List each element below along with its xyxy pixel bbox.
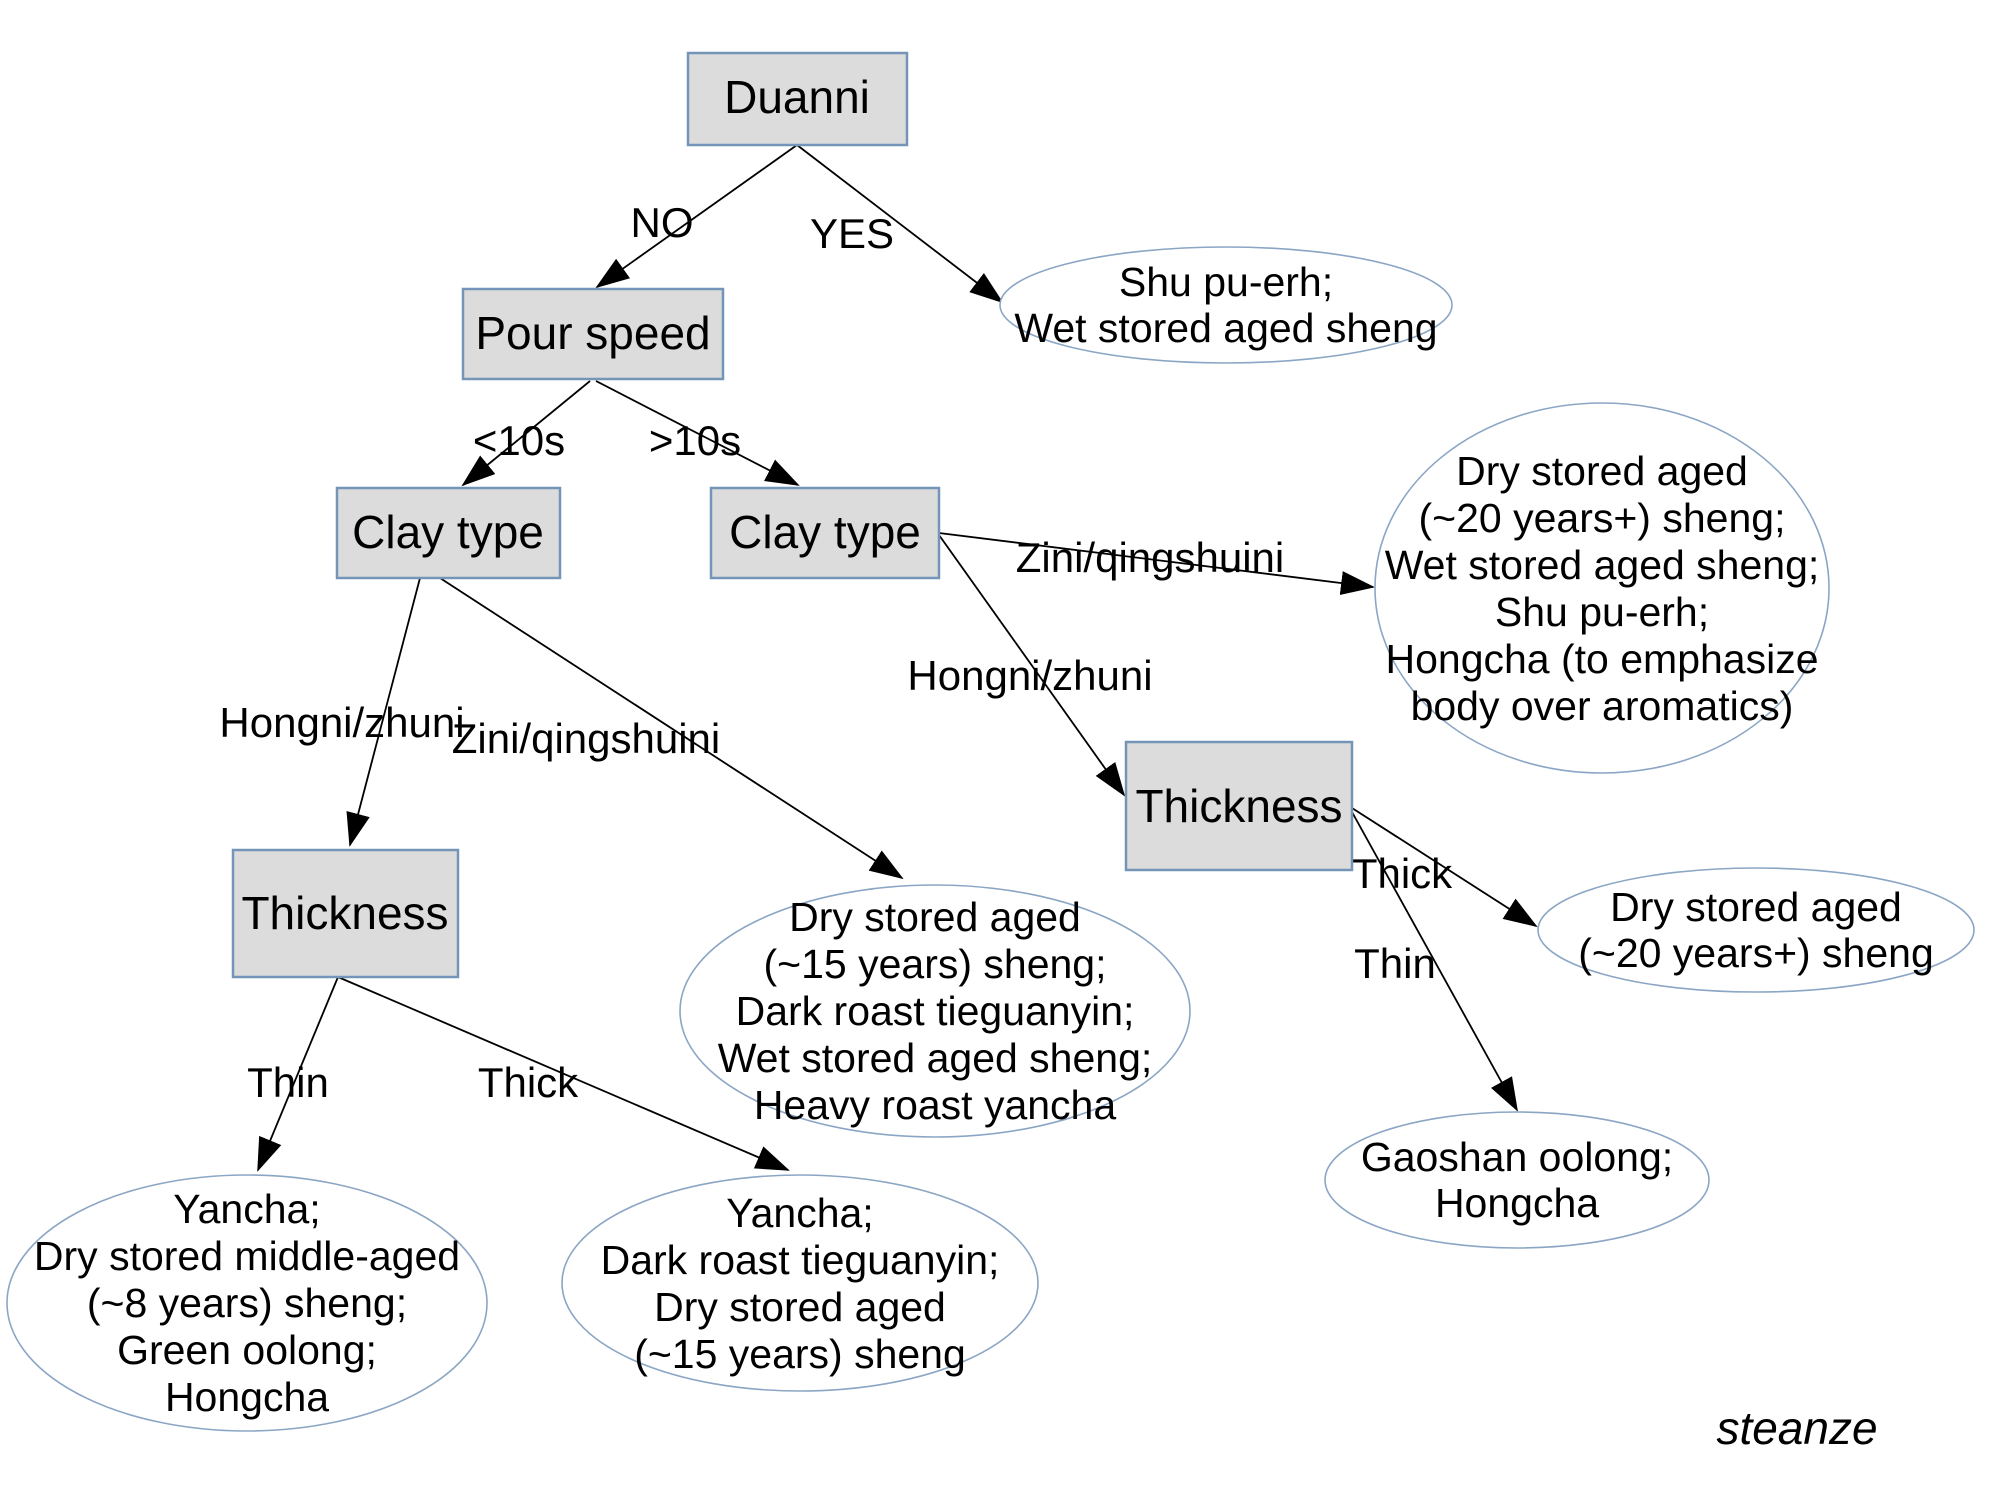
leaf-text-line: (~20 years+) sheng; bbox=[1419, 495, 1786, 541]
leaf-text-line: Shu pu-erh; bbox=[1495, 589, 1709, 635]
edge-zini-right-arrow bbox=[938, 532, 1375, 595]
leaf-text-line: Dry stored middle-aged bbox=[34, 1233, 460, 1279]
edge-label-thick-right: Thick bbox=[1352, 850, 1453, 897]
leaf-text-line: Gaoshan oolong; bbox=[1361, 1134, 1673, 1180]
leaf-text-line: Wet stored aged sheng; bbox=[718, 1035, 1153, 1081]
node-thickness-right-label: Thickness bbox=[1135, 780, 1342, 832]
leaf-text-line: Green oolong; bbox=[117, 1327, 377, 1373]
leaf-dry20-full-ellipse bbox=[1374, 402, 1830, 774]
leaf-text-line: Shu pu-erh; bbox=[1119, 259, 1333, 305]
edge-label-hongni-right: Hongni/zhuni bbox=[907, 652, 1152, 699]
leaf-text-line: (~8 years) sheng; bbox=[87, 1280, 407, 1326]
leaf-text-line: Wet stored aged sheng; bbox=[1385, 542, 1820, 588]
leaf-text-line: Dry stored aged bbox=[789, 894, 1081, 940]
author-signature: steanze bbox=[1716, 1402, 1877, 1454]
leaf-dry15-mix-ellipse bbox=[679, 884, 1191, 1138]
edge-thin-right-arrow bbox=[1351, 811, 1518, 1112]
leaf-text-line: Dark roast tieguanyin; bbox=[601, 1237, 1000, 1283]
node-thickness-right: Thickness bbox=[1124, 740, 1354, 872]
node-duanni-box bbox=[686, 51, 909, 147]
leaf-yancha-dark: Yancha; Dark roast tieguanyin; Dry store… bbox=[561, 1174, 1039, 1392]
edge-gt10s-arrow bbox=[595, 380, 800, 486]
edge-label-gt10s: >10s bbox=[649, 417, 741, 464]
node-pour-speed-box bbox=[461, 287, 725, 381]
edge-label-thin-left: Thin bbox=[247, 1059, 329, 1106]
edge-label-yes: YES bbox=[810, 210, 894, 257]
edge-label-no: NO bbox=[631, 199, 694, 246]
leaf-text-line: Heavy roast yancha bbox=[754, 1082, 1117, 1128]
node-thickness-left-box bbox=[231, 848, 460, 979]
edge-label-thin-right: Thin bbox=[1354, 940, 1436, 987]
edge-label-hongni-left: Hongni/zhuni bbox=[219, 699, 464, 746]
edges bbox=[257, 144, 1538, 1172]
leaf-dry20-full: Dry stored aged (~20 years+) sheng; Wet … bbox=[1374, 402, 1830, 774]
edge-label-zini-right: Zini/qingshuini bbox=[1016, 534, 1285, 581]
leaf-text-line: (~15 years) sheng; bbox=[764, 941, 1107, 987]
leaf-text-line: (~20 years+) sheng bbox=[1578, 930, 1934, 976]
edge-lt10s-arrow bbox=[461, 380, 591, 487]
edge-yes-arrow bbox=[796, 144, 1004, 304]
node-clay-type-left-box bbox=[335, 486, 562, 580]
node-clay-type-right-label: Clay type bbox=[729, 506, 921, 558]
node-thickness-left-label: Thickness bbox=[241, 887, 448, 939]
leaf-text-line: Hongcha (to emphasize bbox=[1385, 636, 1818, 682]
node-thickness-right-box bbox=[1124, 740, 1354, 872]
leaf-yancha-mid-ellipse bbox=[6, 1174, 488, 1432]
edge-label-thick-left: Thick bbox=[478, 1059, 579, 1106]
node-clay-type-right-box bbox=[709, 486, 941, 580]
node-clay-type-left: Clay type bbox=[335, 486, 562, 580]
edge-label-zini-left: Zini/qingshuini bbox=[452, 715, 721, 762]
leaf-text-line: Wet stored aged sheng bbox=[1014, 305, 1437, 351]
leaf-text-line: Dry stored aged bbox=[1456, 448, 1748, 494]
edge-thick-right-arrow bbox=[1351, 807, 1538, 928]
leaf-yancha-dark-ellipse bbox=[561, 1174, 1039, 1392]
leaf-dry20-ellipse bbox=[1537, 867, 1975, 993]
leaf-yancha-mid: Yancha; Dry stored middle-aged (~8 years… bbox=[6, 1174, 488, 1432]
leaf-gaoshan: Gaoshan oolong; Hongcha bbox=[1324, 1111, 1710, 1249]
edge-labels: NO YES <10s >10s Hongni/zhuni Zini/qings… bbox=[219, 199, 1453, 1106]
leaf-text-line: Hongcha bbox=[1435, 1180, 1599, 1226]
leaf-shu-wet: Shu pu-erh; Wet stored aged sheng bbox=[999, 246, 1453, 364]
node-clay-type-right: Clay type bbox=[709, 486, 941, 580]
node-thickness-left: Thickness bbox=[231, 848, 460, 979]
node-duanni-label: Duanni bbox=[724, 71, 870, 123]
edge-label-lt10s: <10s bbox=[473, 417, 565, 464]
edge-zini-left-arrow bbox=[439, 577, 904, 880]
node-pour-speed-label: Pour speed bbox=[475, 307, 710, 359]
leaf-text-line: Dark roast tieguanyin; bbox=[736, 988, 1135, 1034]
leaf-text-line: body over aromatics) bbox=[1411, 683, 1794, 729]
edge-thin-left-arrow bbox=[257, 976, 339, 1172]
leaf-text-line: (~15 years) sheng bbox=[634, 1331, 966, 1377]
node-clay-type-left-label: Clay type bbox=[352, 506, 544, 558]
edge-hongni-left-arrow bbox=[346, 577, 421, 847]
leaf-text-line: Yancha; bbox=[726, 1190, 873, 1236]
leaf-dry20: Dry stored aged (~20 years+) sheng bbox=[1537, 867, 1975, 993]
leaf-dry15-mix: Dry stored aged (~15 years) sheng; Dark … bbox=[679, 884, 1191, 1138]
leaf-text-line: Dry stored aged bbox=[654, 1284, 946, 1330]
leaf-text-line: Hongcha bbox=[165, 1374, 329, 1420]
edge-thick-left-arrow bbox=[337, 976, 790, 1171]
edge-no-arrow bbox=[595, 144, 798, 289]
edge-hongni-right-arrow bbox=[938, 534, 1126, 797]
leaf-text-line: Dry stored aged bbox=[1610, 884, 1902, 930]
node-duanni: Duanni bbox=[686, 51, 909, 147]
node-pour-speed: Pour speed bbox=[461, 287, 725, 381]
leaf-shu-wet-ellipse bbox=[999, 246, 1453, 364]
leaf-gaoshan-ellipse bbox=[1324, 1111, 1710, 1249]
leaf-text-line: Yancha; bbox=[173, 1186, 320, 1232]
